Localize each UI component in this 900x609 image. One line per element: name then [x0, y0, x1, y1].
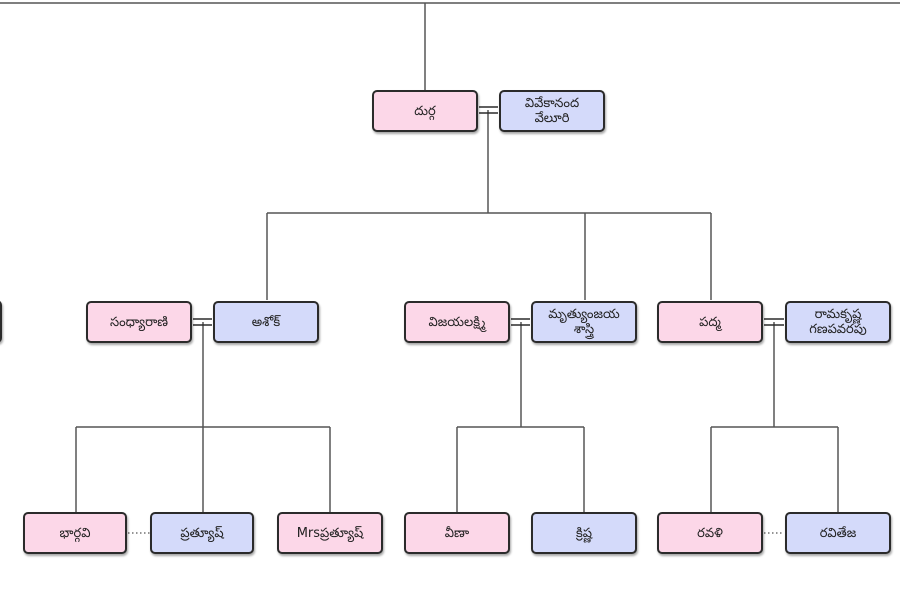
person-krishna[interactable]: క్రిష్ణ: [531, 512, 637, 554]
person-mrs-pratyush[interactable]: Mrsప్రత్యూష్: [277, 512, 383, 554]
person-ravali[interactable]: రవళి: [657, 512, 763, 554]
offscreen-person-box[interactable]: [0, 300, 2, 343]
person-padma[interactable]: పద్మ: [657, 301, 763, 343]
person-veena[interactable]: వీణా: [404, 512, 510, 554]
person-sandhyarani[interactable]: సంధ్యారాణి: [86, 301, 192, 343]
person-mrutyunjaya[interactable]: మృత్యుంజయ శాస్త్రి: [531, 301, 637, 343]
person-vivekananda[interactable]: వివేకానంద వేలూరి: [499, 90, 605, 132]
person-ashok[interactable]: అశోక్: [213, 301, 319, 343]
person-vijayalakshmi[interactable]: విజయలక్ష్మి: [404, 301, 510, 343]
person-raviteja[interactable]: రవితేజ: [785, 512, 891, 554]
person-ramakrishna[interactable]: రామకృష్ణ గణపవరపు: [785, 301, 891, 343]
person-bhargavi[interactable]: భార్గవి: [23, 512, 127, 554]
person-pratyush[interactable]: ప్రత్యూష్: [150, 512, 254, 554]
person-durga[interactable]: దుర్గ: [372, 90, 478, 132]
